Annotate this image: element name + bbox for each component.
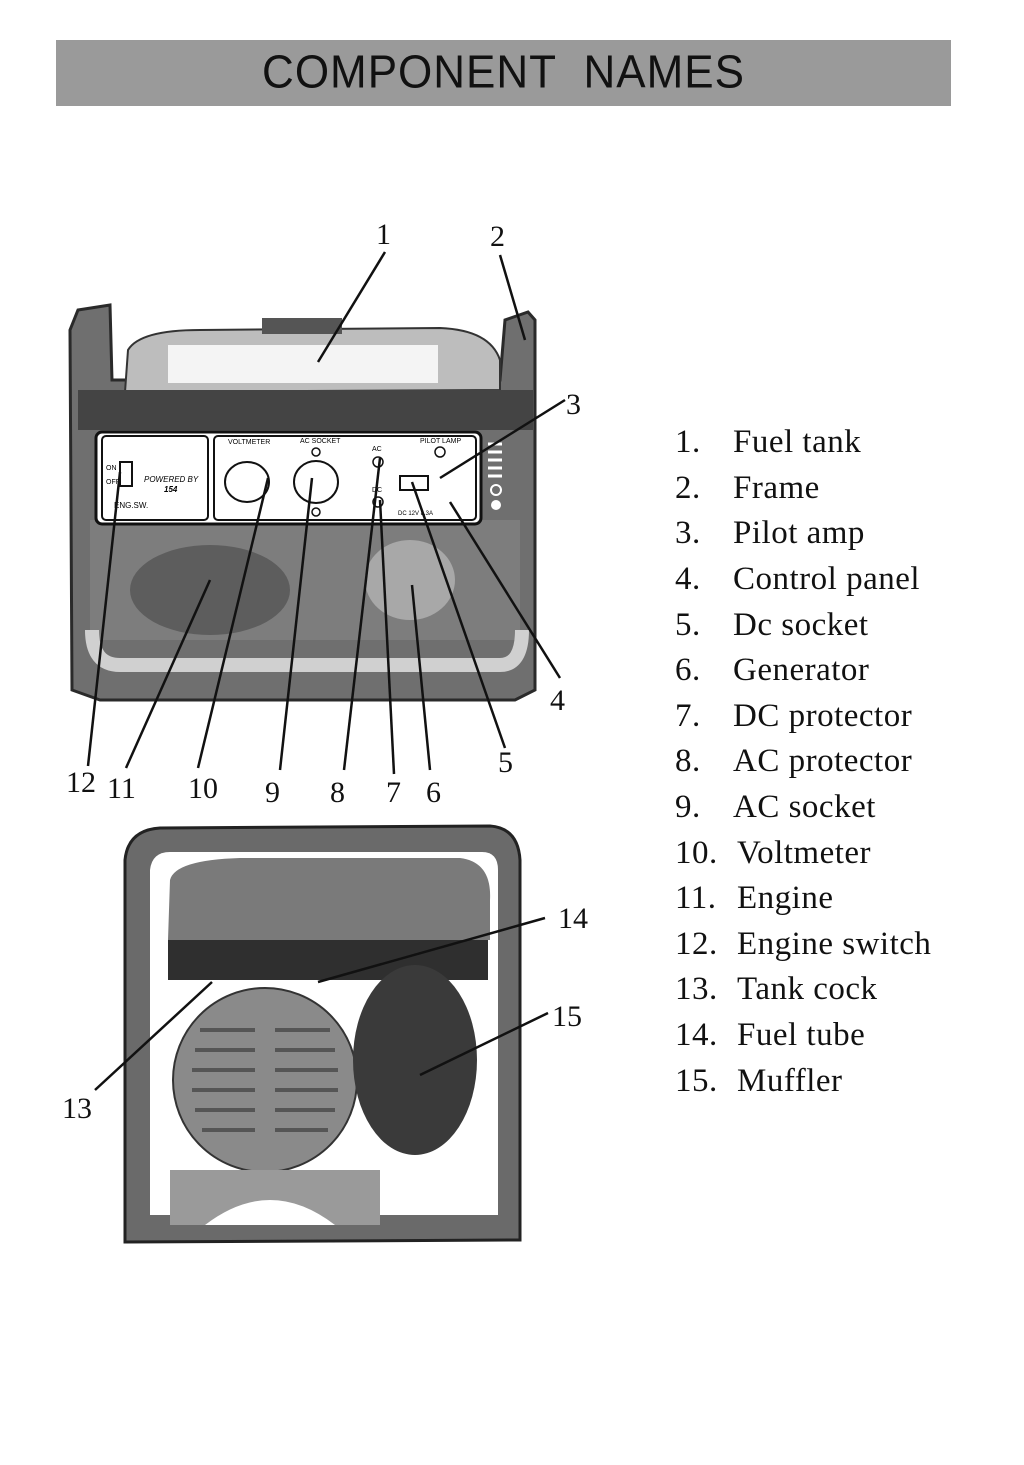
eng-sw-label: ENG.SW.: [114, 501, 148, 510]
legend-label: Tank cock: [737, 971, 878, 1008]
callout-13: 13: [62, 1092, 92, 1125]
callout-9: 9: [265, 776, 280, 809]
leader-lines-top: [86, 251, 566, 775]
component-legend: 1.Fuel tank 2.Frame 3.Pilot amp 4.Contro…: [675, 420, 1015, 1104]
legend-item: 12.Engine switch: [675, 925, 932, 962]
callout-10: 10: [188, 772, 218, 805]
legend-label: Frame: [733, 469, 820, 506]
generator-rear-view: [123, 824, 522, 1244]
legend-label: Fuel tube: [737, 1017, 866, 1054]
tank-highlight: [168, 345, 438, 383]
dc-protector-button: [372, 496, 384, 508]
engine-shade: [130, 545, 290, 635]
legend-item: 9.AC socket: [675, 789, 876, 826]
powered-by-label: POWERED BY: [144, 475, 199, 484]
legend-item: 10.Voltmeter: [675, 834, 872, 871]
legend-label: Pilot amp: [733, 515, 865, 552]
ac-socket-face: [293, 460, 339, 504]
engine-switch-shape: [119, 461, 133, 487]
callout-4: 4: [550, 684, 565, 717]
legend-label: Generator: [733, 652, 870, 689]
legend-item: 5.Dc socket: [675, 606, 869, 643]
callout-1: 1: [376, 218, 391, 251]
rear-fuel-tank: [168, 858, 491, 940]
legend-label: Dc socket: [733, 606, 869, 643]
ac-socket-screw-bottom: [311, 507, 321, 517]
dc-rating-label: DC 12V 8.3A: [398, 511, 433, 517]
legend-item: 15.Muffler: [675, 1062, 843, 1099]
legend-label: Engine: [737, 880, 834, 917]
legend-label: Fuel tank: [733, 424, 862, 461]
legend-label: Engine switch: [737, 925, 932, 962]
legend-item: 3.Pilot amp: [675, 515, 865, 552]
legend-item: 2.Frame: [675, 469, 820, 506]
callout-8: 8: [330, 776, 345, 809]
callout-7: 7: [386, 776, 401, 809]
legend-label: Control panel: [733, 561, 921, 598]
generator-front-view: ON OFF POWERED BY 154 ENG.SW. VOLTMETER …: [68, 303, 537, 702]
page-title: COMPONENT NAMES: [262, 46, 745, 99]
title-bar: COMPONENT NAMES: [56, 40, 951, 106]
callout-3: 3: [566, 388, 581, 421]
frame-band: [78, 390, 533, 430]
model-label: 154: [164, 485, 178, 494]
legend-item: 14.Fuel tube: [675, 1017, 866, 1054]
legend-label: AC protector: [733, 743, 913, 780]
generator-shade: [365, 540, 455, 620]
legend-item: 7.DC protector: [675, 697, 913, 734]
side-knob: [491, 500, 501, 510]
legend-item: 4.Control panel: [675, 561, 921, 598]
legend-item: 1.Fuel tank: [675, 424, 862, 461]
fuel-cap: [262, 318, 342, 334]
callout-numbers-bottom: 13 14 15: [62, 902, 588, 1125]
on-label: ON: [106, 465, 117, 472]
pilot-lamp-label: PILOT LAMP: [420, 438, 461, 445]
meters-box: [213, 435, 477, 521]
off-label: OFF: [106, 479, 120, 486]
legend-label: Muffler: [737, 1062, 843, 1099]
legend-label: Voltmeter: [737, 834, 872, 871]
ac-socket-label: AC SOCKET: [300, 438, 341, 445]
legend-label: AC socket: [733, 789, 876, 826]
callout-numbers-top: 1 2 3 4 5 6 7 8 9 10 11 12: [66, 218, 581, 809]
rear-base-arch: [205, 1200, 335, 1225]
callout-14: 14: [558, 902, 588, 935]
callout-2: 2: [490, 220, 505, 253]
callout-11: 11: [107, 772, 136, 805]
legend-item: 8.AC protector: [675, 743, 913, 780]
legend-item: 13.Tank cock: [675, 971, 878, 1008]
callout-6: 6: [426, 776, 441, 809]
legend-label: DC protector: [733, 697, 913, 734]
legend-item: 6.Generator: [675, 652, 870, 689]
voltmeter-dial: [224, 461, 270, 503]
ground-terminal: [490, 484, 502, 496]
switch-box: [101, 435, 209, 521]
cover-vents: [192, 1028, 338, 1132]
legend-item: 11.Engine: [675, 880, 834, 917]
pilot-lamp: [434, 446, 446, 458]
muffler-shape: [353, 965, 477, 1155]
callout-12: 12: [66, 766, 96, 799]
ac-socket-screw-top: [311, 447, 321, 457]
ac-label: AC: [372, 446, 382, 453]
leader-lines-bottom: [94, 916, 549, 1091]
voltmeter-label: VOLTMETER: [228, 439, 270, 446]
callout-15: 15: [552, 1000, 582, 1033]
alternator-cover: [172, 987, 358, 1173]
callout-5: 5: [498, 746, 513, 779]
bottom-tube: [85, 629, 529, 672]
